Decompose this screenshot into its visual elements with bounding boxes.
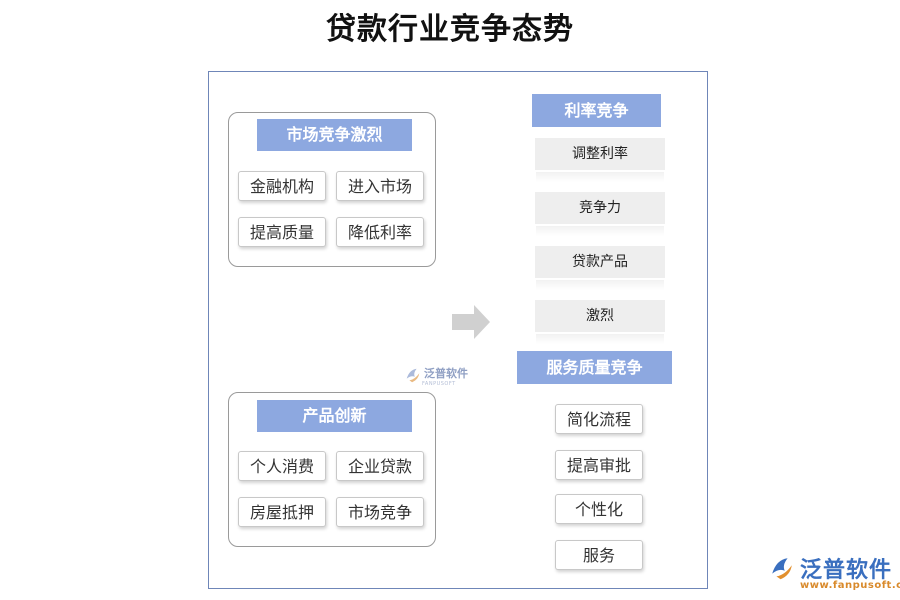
rate-item: 激烈 xyxy=(535,300,665,332)
market-item: 提高质量 xyxy=(238,217,326,247)
rate-divider xyxy=(536,280,664,290)
fanpu-watermark-icon xyxy=(406,368,420,382)
rate-item: 贷款产品 xyxy=(535,246,665,278)
market-group-title: 市场竞争激烈 xyxy=(257,119,412,151)
rate-item: 调整利率 xyxy=(535,138,665,170)
rate-group-title: 利率竞争 xyxy=(532,94,661,127)
product-item: 个人消费 xyxy=(238,451,326,481)
brand-url: www.fanpusoft.com xyxy=(800,580,900,591)
service-item: 简化流程 xyxy=(555,404,643,434)
rate-divider xyxy=(536,226,664,236)
right-arrow-icon xyxy=(452,305,490,339)
product-item: 企业贷款 xyxy=(336,451,424,481)
fanpu-logo-icon xyxy=(772,558,792,580)
diagram-frame xyxy=(208,71,708,589)
service-item: 服务 xyxy=(555,540,643,570)
service-group-title: 服务质量竞争 xyxy=(517,351,672,384)
watermark-name: 泛普软件 xyxy=(424,367,468,380)
brand-logo: 泛普软件 xyxy=(768,552,892,584)
watermark-sub: FANPUSOFT xyxy=(422,381,456,387)
product-item: 房屋抵押 xyxy=(238,497,326,527)
rate-divider xyxy=(536,334,664,344)
product-item: 市场竞争 xyxy=(336,497,424,527)
rate-divider xyxy=(536,172,664,182)
market-item: 降低利率 xyxy=(336,217,424,247)
service-item: 个性化 xyxy=(555,494,643,524)
rate-item: 竞争力 xyxy=(535,192,665,224)
service-item: 提高审批 xyxy=(555,450,643,480)
brand-name: 泛普软件 xyxy=(800,558,893,583)
product-group-title: 产品创新 xyxy=(257,400,412,432)
market-item: 金融机构 xyxy=(238,171,326,201)
watermark: 泛普软件 FANPUSOFT xyxy=(404,362,468,387)
market-item: 进入市场 xyxy=(336,171,424,201)
page-title: 贷款行业竞争态势 xyxy=(326,12,574,47)
